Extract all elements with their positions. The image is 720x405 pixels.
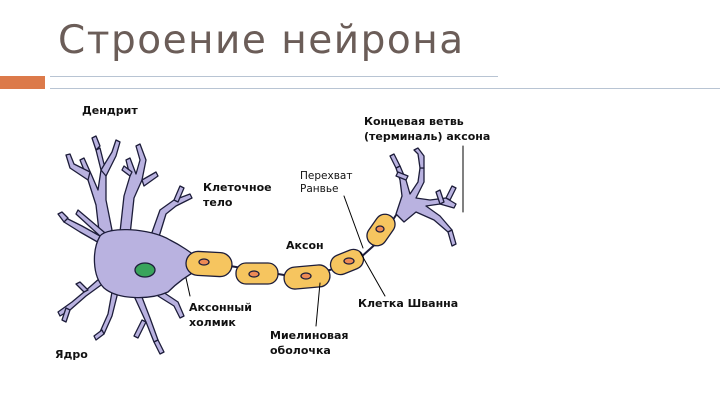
label-myelin-line1: Миелиновая xyxy=(270,329,349,342)
label-ranvier-line1: Перехват xyxy=(300,170,353,182)
label-dendrite: Дендрит xyxy=(82,104,138,117)
label-terminal-line1: Концевая ветвь xyxy=(364,115,464,128)
slide-title: Строение нейрона xyxy=(58,18,465,63)
label-schwann-cell: Клетка Шванна xyxy=(358,297,459,310)
title-divider-line xyxy=(498,88,720,89)
label-ranvier-line2: Ранвье xyxy=(300,183,339,195)
label-terminal-line2: (терминаль) аксона xyxy=(364,130,491,143)
axon-terminals xyxy=(389,147,457,247)
label-myelin-line2: оболочка xyxy=(270,344,331,357)
label-axon-hillock-line2: холмик xyxy=(189,316,236,329)
schwann-nuclei xyxy=(198,225,385,280)
cell-nucleus xyxy=(134,262,156,278)
label-axon-hillock-line1: Аксонный xyxy=(189,301,252,314)
title-accent-bar xyxy=(0,76,45,89)
label-nucleus: Ядро xyxy=(55,348,88,361)
label-cell-body-line2: тело xyxy=(203,196,233,209)
title-divider-band xyxy=(50,76,498,89)
leader-lines xyxy=(185,145,464,327)
label-cell-body-line1: Клеточное xyxy=(203,181,272,194)
label-axon: Аксон xyxy=(286,239,324,252)
